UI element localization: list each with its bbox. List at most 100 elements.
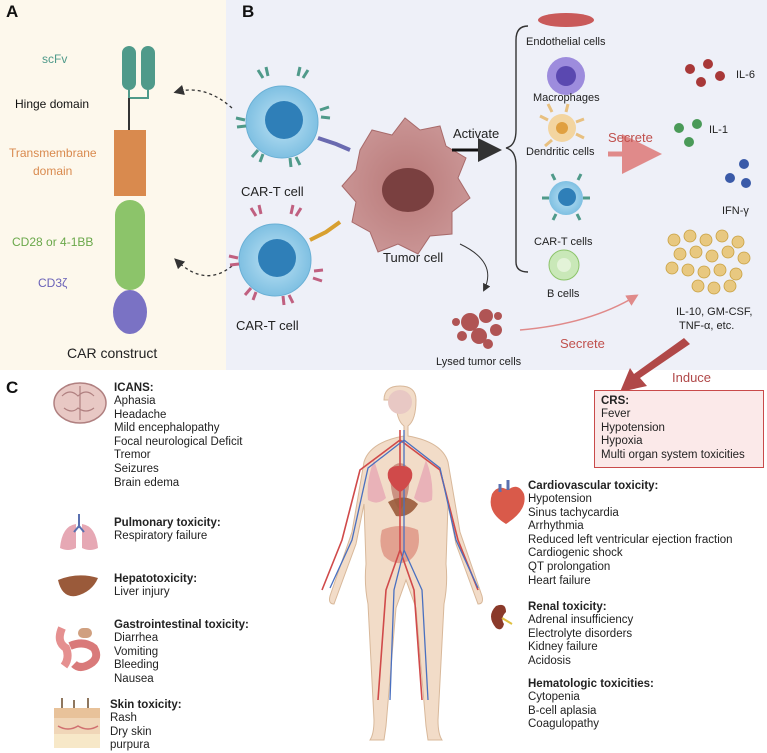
gi-item: Diarrhea <box>114 632 159 644</box>
induce-label: Induce <box>672 370 712 385</box>
tumor-cell-label: Tumor cell <box>383 250 444 265</box>
renal-item: Adrenal insufficiency <box>528 614 634 626</box>
transmembrane-label-line1: Transmembrane <box>9 146 97 160</box>
hinge-domain-label: Hinge domain <box>15 97 90 111</box>
hematologic-item: Coagulopathy <box>528 718 599 731</box>
crs-item: Hypoxia <box>601 435 643 448</box>
human-body-figure <box>321 385 483 741</box>
dendritic-cell-icon <box>539 103 585 148</box>
il6-molecules <box>685 59 725 87</box>
gi-item: Vomiting <box>114 645 159 658</box>
kidney-icon <box>491 604 513 630</box>
cell-label-b-cells: B cells <box>547 288 580 300</box>
endothelial-cell-icon <box>538 13 594 27</box>
intestine-icon <box>55 626 101 671</box>
renal-item: Electrolyte disorders <box>528 627 633 640</box>
lysed-tumor-cells-label: Lysed tumor cells <box>436 356 522 368</box>
crs-title: CRS: <box>601 395 630 407</box>
ifn-molecules <box>725 159 751 188</box>
renal-item: Kidney failure <box>528 641 598 654</box>
panel-b-label: B <box>242 2 255 21</box>
scfv-label: scFv <box>42 52 68 66</box>
icans-item: Headache <box>114 408 167 421</box>
cardiovascular-item: Sinus tachycardia <box>528 506 619 519</box>
hepatotoxicity-title: Hepatotoxicity: <box>114 573 198 585</box>
car-t-cell-top <box>235 66 351 168</box>
gi-title: Gastrointestinal toxicity: <box>114 619 249 631</box>
car-construct <box>113 46 155 334</box>
cardiovascular-item: Reduced left ventricular ejection fracti… <box>528 533 733 546</box>
other-cytokines-label-line1: IL-10, GM-CSF, <box>676 306 753 318</box>
cell-bracket <box>505 25 529 273</box>
cardiovascular-item: Arrhythmia <box>528 520 584 533</box>
car-t-cell-label-bottom: CAR-T cell <box>236 318 299 333</box>
gi-item: Bleeding <box>114 659 159 672</box>
secrete-label-right: Secrete <box>608 130 653 145</box>
liver-icon <box>58 575 98 597</box>
icans-block: ICANS: Aphasia Headache Mild encephalopa… <box>114 381 242 490</box>
lysed-tumor-cells-icon <box>452 309 502 349</box>
icans-item: Aphasia <box>114 395 156 407</box>
renal-item: Acidosis <box>528 654 571 667</box>
cell-label-car-t: CAR-T cells <box>534 236 593 248</box>
cell-label-dendritic: Dendritic cells <box>526 146 595 158</box>
crs-box: CRS: Fever Hypotension Hypoxia Multi org… <box>594 390 764 468</box>
dotted-arrow-top <box>173 84 233 109</box>
cell-label-macrophages: Macrophages <box>533 92 600 104</box>
skin-item: Rash <box>110 712 137 724</box>
other-cytokines-label-line2: TNF-α, etc. <box>679 320 735 332</box>
hepatotoxicity-block: Hepatotoxicity: Liver injury <box>114 572 197 600</box>
cardiovascular-item: QT prolongation <box>528 560 611 573</box>
pulmonary-title: Pulmonary toxicity: <box>114 517 221 529</box>
il1-molecules <box>674 119 702 147</box>
dotted-arrow-bottom <box>174 258 233 277</box>
renal-block: Renal toxicity: Adrenal insufficiency El… <box>528 600 633 668</box>
crs-item: Hypotension <box>601 421 665 434</box>
car-t-cell-label-top: CAR-T cell <box>241 184 304 199</box>
icans-item: Seizures <box>114 462 159 475</box>
car-construct-caption: CAR construct <box>67 345 158 361</box>
secrete-arrow-bottom <box>519 294 639 331</box>
icans-item: Tremor <box>114 449 151 462</box>
cardiovascular-block: Cardiovascular toxicity: Hypotension Sin… <box>528 479 733 588</box>
icans-title: ICANS: <box>114 382 154 394</box>
crs-item: Fever <box>601 408 631 420</box>
skin-block: Skin toxicity: Rash Dry skin purpura <box>110 698 182 753</box>
skin-item: Dry skin <box>110 725 152 738</box>
brain-icon <box>53 382 107 424</box>
panel-c-label: C <box>6 378 19 397</box>
heart-icon <box>490 480 525 524</box>
renal-title: Renal toxicity: <box>528 601 607 613</box>
panel-a-label: A <box>6 2 19 21</box>
hematologic-title: Hematologic toxicities: <box>528 678 654 690</box>
il6-label: IL-6 <box>736 69 755 81</box>
icans-item: Brain edema <box>114 476 180 489</box>
hematologic-item: Cytopenia <box>528 691 580 703</box>
lysis-arrow <box>459 243 491 292</box>
skin-icon <box>54 698 100 748</box>
car-t-cell-bottom <box>228 204 342 306</box>
cell-label-endothelial: Endothelial cells <box>526 36 606 48</box>
hepatotoxicity-item: Liver injury <box>114 586 170 598</box>
hematologic-block: Hematologic toxicities: Cytopenia B-cell… <box>528 677 654 732</box>
gi-item: Nausea <box>114 672 154 685</box>
activate-label: Activate <box>453 126 500 141</box>
pulmonary-block: Pulmonary toxicity: Respiratory failure <box>114 516 221 544</box>
secrete-label-bottom: Secrete <box>560 336 605 351</box>
other-cytokine-molecules <box>665 229 751 295</box>
skin-item: purpura <box>110 739 150 752</box>
il1-label: IL-1 <box>709 124 728 136</box>
costim-domain-label: CD28 or 4-1BB <box>12 235 94 249</box>
gi-block: Gastrointestinal toxicity: Diarrhea Vomi… <box>114 618 249 686</box>
hematologic-item: B-cell aplasia <box>528 704 597 717</box>
cardiovascular-item: Hypotension <box>528 493 592 505</box>
induce-arrow <box>620 338 690 392</box>
panel-b <box>226 0 767 370</box>
transmembrane-label-line2: domain <box>33 164 73 178</box>
cardiovascular-title: Cardiovascular toxicity: <box>528 480 659 492</box>
pulmonary-item: Respiratory failure <box>114 530 208 542</box>
crs-item: Multi organ system toxicities <box>601 448 745 461</box>
icans-item: Focal neurological Deficit <box>114 435 243 448</box>
tumor-cell <box>341 117 471 255</box>
